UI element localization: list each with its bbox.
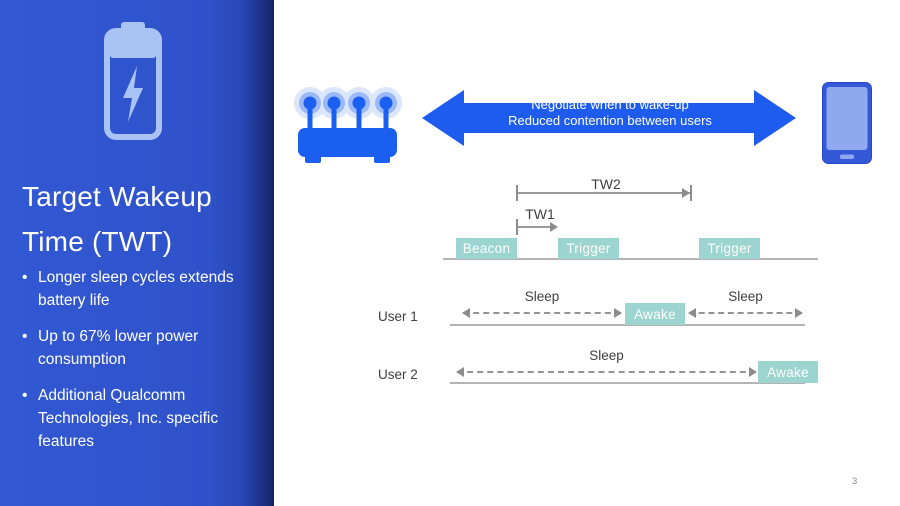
tw1-start-tick (516, 219, 518, 235)
tw2-start-tick (516, 185, 518, 201)
bullet-item: • Up to 67% lower power consumption (22, 325, 260, 371)
arrowhead-left-icon (456, 367, 464, 377)
tw1-label: TW1 (525, 206, 555, 222)
wifi-router-icon (294, 87, 402, 163)
sidebar: Target Wakeup Time (TWT) • Longer sleep … (0, 0, 274, 506)
trigger-box-1: Trigger (558, 238, 619, 259)
bullet-item: • Longer sleep cycles extends battery li… (22, 266, 260, 312)
tw2-end-tick (690, 185, 692, 201)
bullet-marker: • (22, 269, 28, 286)
bullet-list: • Longer sleep cycles extends battery li… (22, 266, 260, 466)
battery-charging-icon (104, 22, 162, 140)
bullet-item: • Additional Qualcomm Technologies, Inc.… (22, 384, 260, 453)
tw1-span-line (517, 222, 558, 232)
user1-timeline (450, 324, 805, 326)
page-title: Target Wakeup Time (TWT) (22, 174, 212, 264)
tw1-arrowhead-icon (550, 222, 558, 232)
arrowhead-right-icon (749, 367, 757, 377)
tw2-span-line (517, 188, 691, 198)
arrowhead-right-icon (614, 308, 622, 318)
arrowhead-left-icon (462, 308, 470, 318)
title-line-2: Time (TWT) (22, 226, 173, 257)
user1-label: User 1 (378, 309, 418, 324)
page-number: 3 (852, 476, 858, 487)
bullet-text: Additional Qualcomm Technologies, Inc. s… (38, 387, 219, 450)
user2-timeline (450, 382, 805, 384)
ap-timeline (443, 258, 818, 260)
arrowhead-left-icon (688, 308, 696, 318)
bullet-marker: • (22, 387, 28, 404)
user2-label: User 2 (378, 367, 418, 382)
bullet-marker: • (22, 328, 28, 345)
user1-sleep-right-label: Sleep (728, 289, 763, 304)
double-arrow (422, 90, 796, 146)
user2-sleep-label: Sleep (589, 348, 624, 363)
smartphone-icon (822, 82, 872, 164)
user1-sleep-left-label: Sleep (524, 289, 560, 304)
bullet-text: Longer sleep cycles extends battery life (38, 269, 234, 309)
arrow-text-line-1: Negotiate when to wake-up (531, 97, 689, 112)
user2-awake-box: Awake (758, 361, 818, 383)
tw2-label: TW2 (591, 176, 621, 192)
user1-sleep-right-arrow (688, 308, 803, 318)
user2-sleep-arrow (456, 367, 757, 377)
title-line-1: Target Wakeup (22, 181, 212, 212)
user1-sleep-left-arrow (462, 308, 622, 318)
beacon-box: Beacon (456, 238, 517, 259)
arrow-text-line-2: Reduced contention between users (508, 113, 712, 128)
bullet-text: Up to 67% lower power consumption (38, 328, 199, 368)
user1-awake-box: Awake (625, 303, 685, 325)
tw2-arrowhead-icon (682, 188, 690, 198)
trigger-box-2: Trigger (699, 238, 760, 259)
negotiation-arrow-text: Negotiate when to wake-up Reduced conten… (460, 97, 760, 129)
arrowhead-right-icon (795, 308, 803, 318)
